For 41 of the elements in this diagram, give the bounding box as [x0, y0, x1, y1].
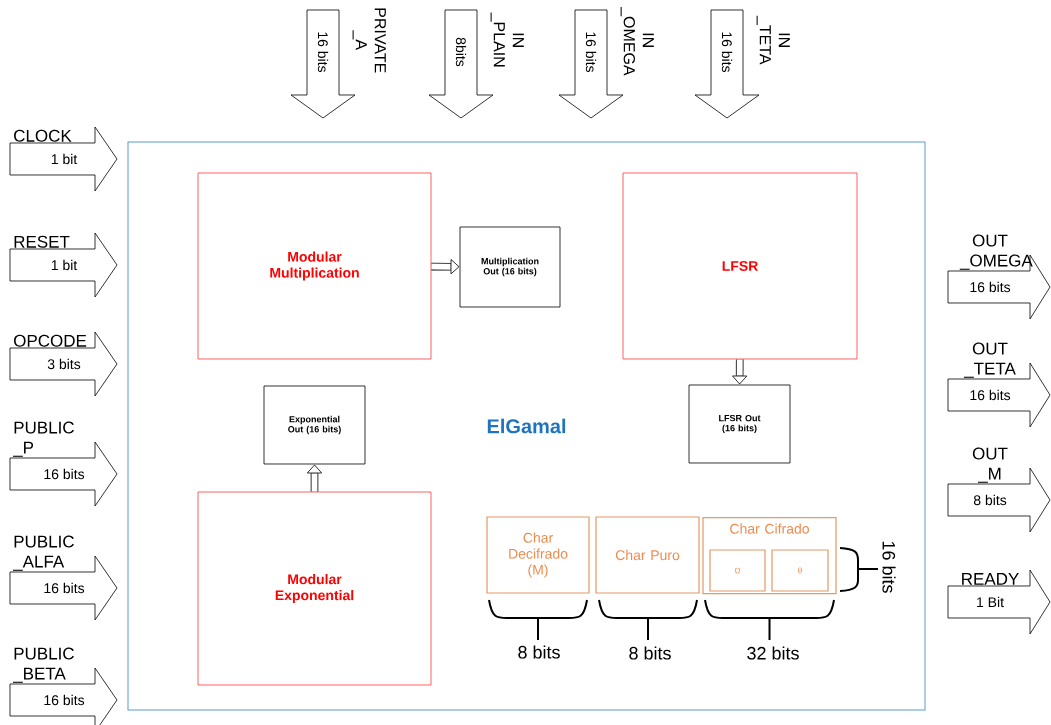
- input-port: IN _OMEGA 16 bits: [558, 6, 654, 119]
- register-box: Char Decifrado (M): [486, 516, 590, 594]
- node-label: OUT: [972, 342, 1008, 355]
- node-label: OUT: [972, 447, 1008, 460]
- node-label: IN _OMEGA: [620, 6, 654, 76]
- input-port: IN _PLAIN 8bits: [428, 9, 524, 119]
- node-label: IN: [512, 33, 524, 47]
- input-port: OPCODE 3 bits: [9, 331, 118, 397]
- module-box: Modular Multiplication: [197, 172, 432, 360]
- node-label: PUBLIC: [14, 535, 74, 548]
- bit-width-label: 16 bits: [882, 541, 896, 593]
- input-port: PRIVATE _A 16 bits: [290, 8, 386, 119]
- input-port: RESET 1 bit: [9, 232, 118, 298]
- bit-width-label: 8 bits: [629, 646, 671, 660]
- input-port: PUBLIC _ALFA 16 bits: [9, 535, 118, 621]
- output-port: OUT _OMEGA 16 bits: [947, 234, 1051, 320]
- bit-width-label: 8 bits: [518, 645, 560, 659]
- output-register-box: Exponential Out (16 bits): [263, 385, 366, 465]
- input-port: IN _TETA 16 bits: [694, 9, 790, 119]
- module-box: Modular Exponential: [197, 491, 432, 686]
- output-register-box: LFSR Out (16 bits): [688, 384, 791, 464]
- hollow-arrow: [732, 359, 748, 385]
- node-label: IN: [778, 33, 790, 47]
- node-label: PRIVATE: [374, 8, 386, 73]
- hollow-arrow: [306, 464, 323, 492]
- output-register-box: Multiplication Out (16 bits): [459, 226, 561, 308]
- output-port: READY 1 Bit: [947, 569, 1051, 635]
- register-field: θ: [771, 549, 829, 592]
- bit-width-label: 32 bits: [747, 646, 799, 660]
- hollow-arrow: [431, 259, 460, 275]
- register-field: Ω: [709, 549, 766, 592]
- output-port: OUT _TETA 16 bits: [947, 342, 1051, 428]
- node-label: PUBLIC: [14, 647, 74, 660]
- node-label: PUBLIC: [14, 421, 74, 434]
- register-box: Char Puro: [595, 516, 700, 594]
- output-port: OUT _M 8 bits: [947, 447, 1051, 533]
- input-port: PUBLIC _P 16 bits: [9, 421, 118, 507]
- input-port: PUBLIC _BETA 16 bits: [9, 647, 118, 725]
- module-box: LFSR: [622, 172, 858, 360]
- input-port: CLOCK 1 bit: [9, 126, 118, 192]
- node-label: OUT: [972, 234, 1008, 247]
